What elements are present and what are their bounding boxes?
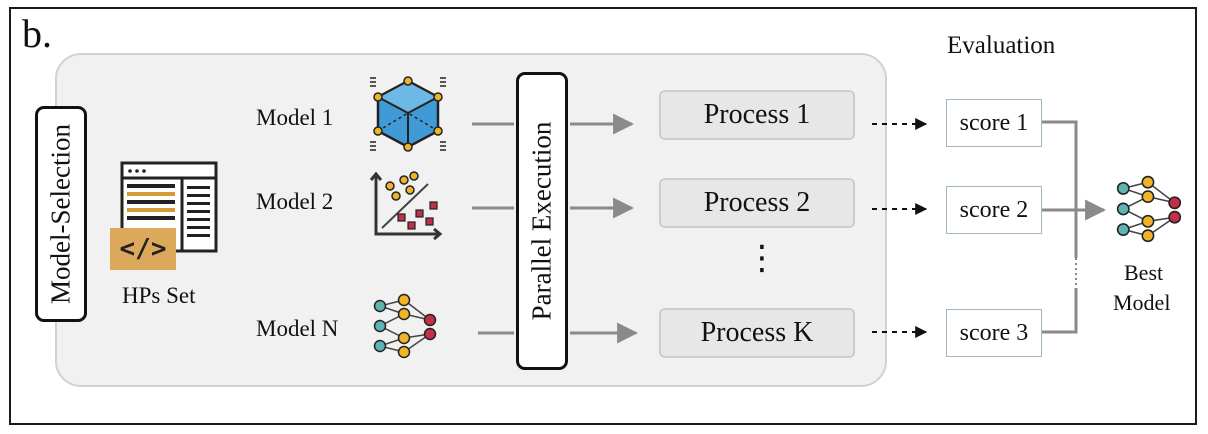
score-3-box: score 3 [946,309,1042,357]
parallel-execution-box: Parallel Execution [516,72,568,370]
process-1-box: Process 1 [659,90,855,140]
panel-letter: b. [22,11,52,56]
model-to-parallel-arrows [472,122,514,335]
best-model-label-line2: Model [1113,290,1171,315]
score-1-label: score 1 [959,109,1029,136]
model-1-label: Model 1 [256,105,334,130]
evaluation-label: Evaluation [947,32,1056,59]
score-2-box: score 2 [946,186,1042,234]
process-k-label: Process K [700,317,814,348]
best-model-label-line1: Best [1124,260,1164,285]
process-to-score-arrows [872,118,928,338]
cube-model-icon [370,76,446,152]
best-model-network-icon [1116,175,1182,243]
hps-set-label: HPs Set [122,283,196,308]
hyperparameters-icon [110,161,218,270]
process-2-label: Process 2 [703,187,811,218]
process-2-box: Process 2 [659,178,855,228]
score-1-box: score 1 [946,99,1042,147]
figure-frame [9,7,1197,425]
score-3-label: score 3 [959,319,1029,346]
process-k-box: Process K [659,308,855,358]
model-n-label: Model N [256,316,339,341]
score-aggregation-lines [1042,120,1107,334]
process-1-label: Process 1 [703,99,811,130]
parallel-to-process-arrows [570,113,639,344]
scatter-plot-model-icon [369,171,443,241]
neural-network-model-icon [373,293,437,359]
model-selection-box: Model-Selection [35,106,87,322]
code-glyph: </> [119,234,167,264]
process-ellipsis: ⋮ [745,238,779,278]
model-2-label: Model 2 [256,189,334,214]
score-2-label: score 2 [959,196,1029,223]
